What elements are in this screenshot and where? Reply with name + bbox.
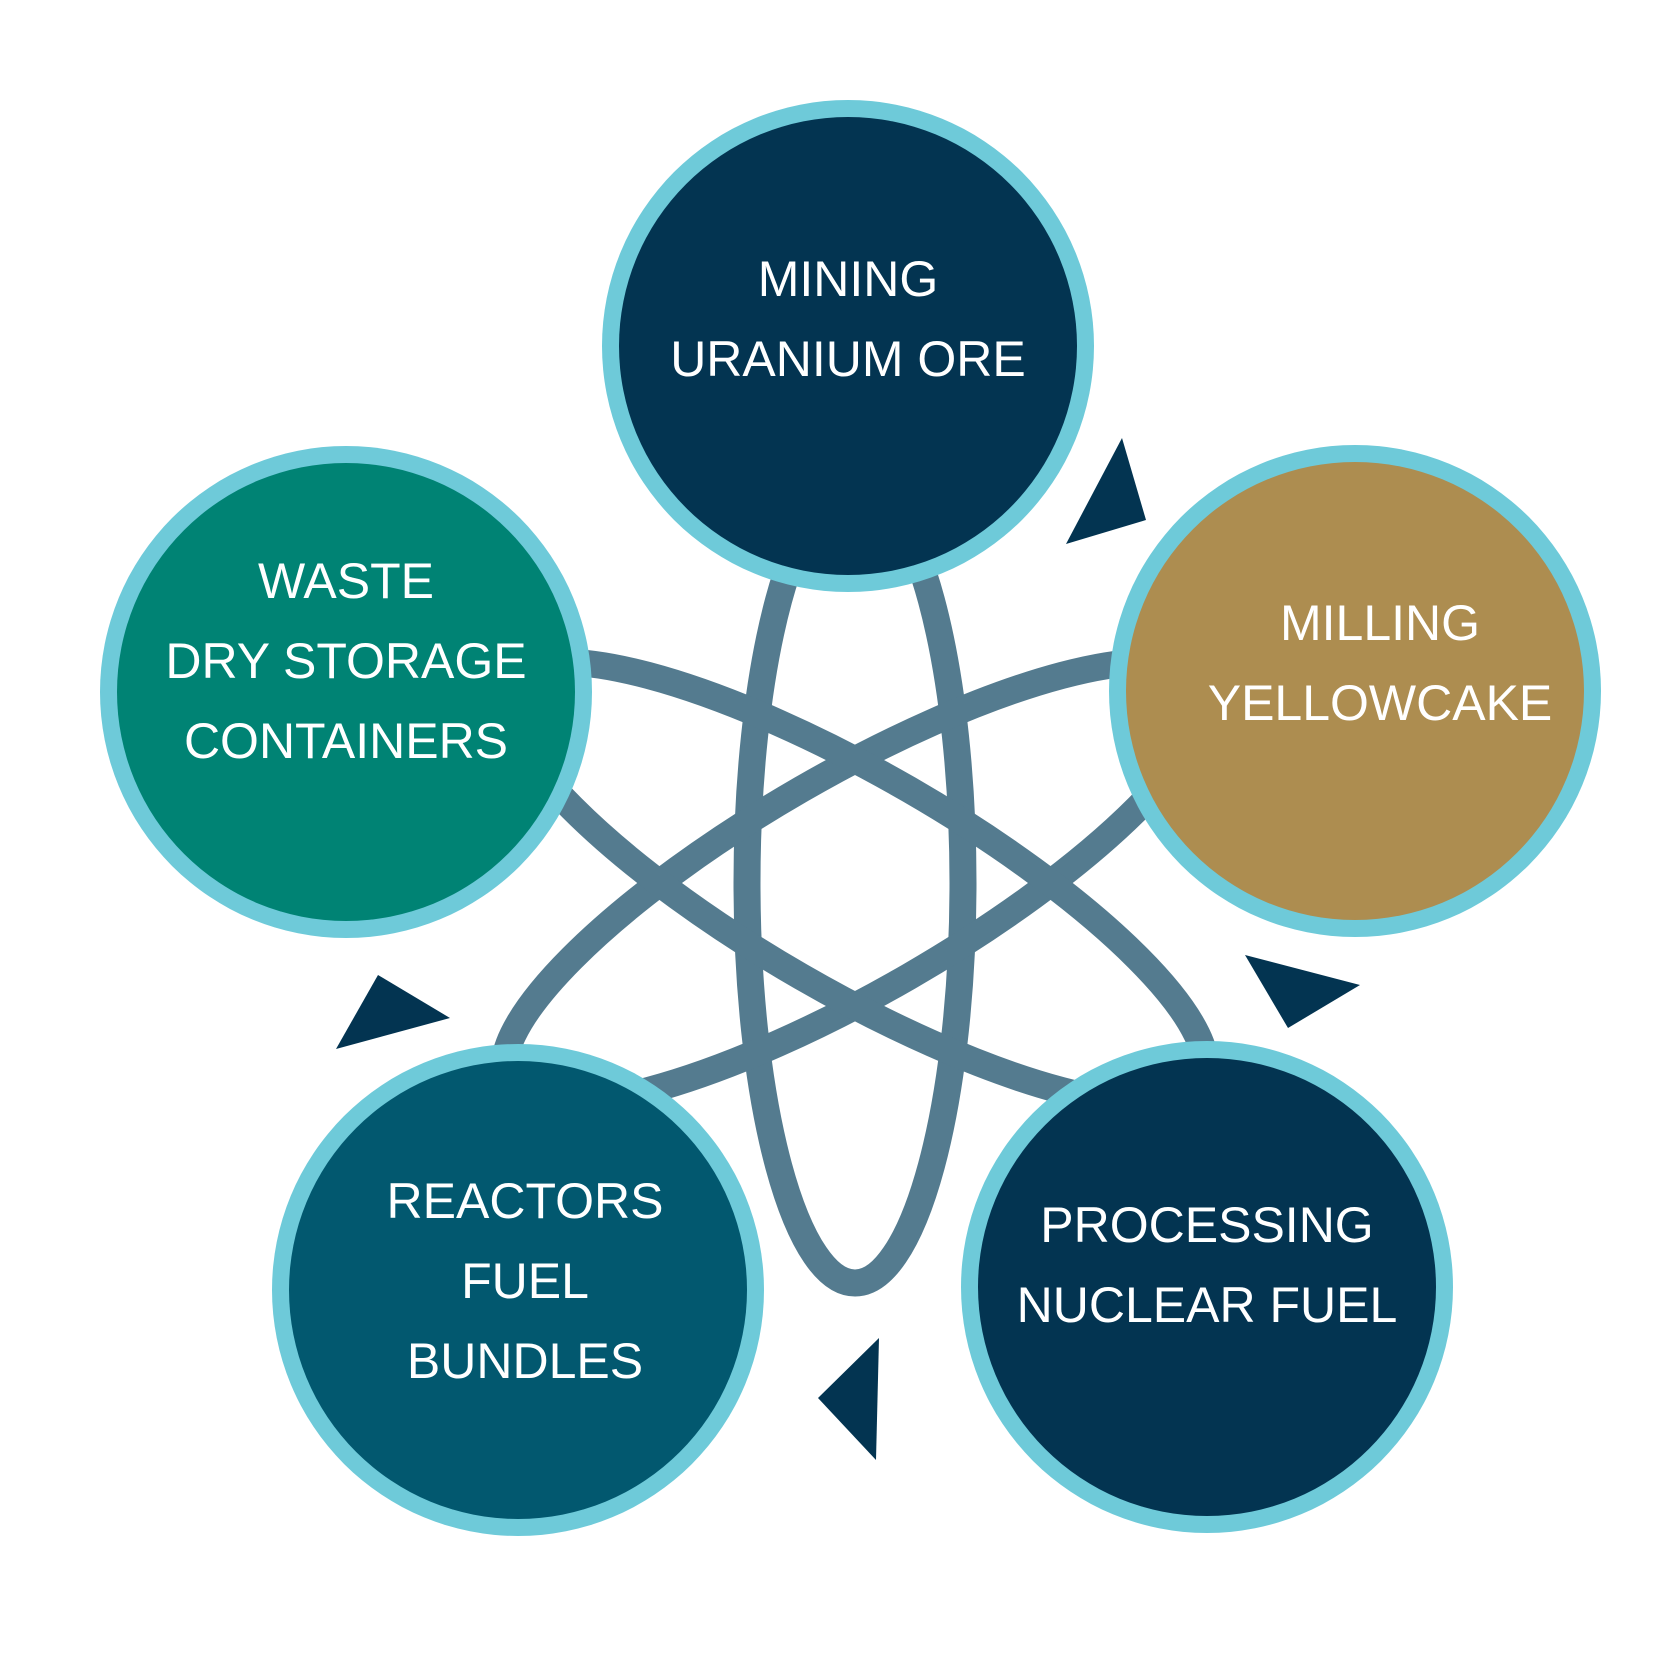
stage-disk — [117, 463, 575, 921]
stage-reactors: REACTORS FUEL BUNDLES — [272, 1044, 764, 1536]
stage-label-line: CONTAINERS — [184, 713, 508, 769]
stage-label-line: REACTORS — [387, 1173, 664, 1229]
stage-label-line: WASTE — [258, 553, 434, 609]
stage-label-line: PROCESSING — [1040, 1197, 1373, 1253]
stage-disk — [978, 1058, 1436, 1516]
cycle-arrow-1 — [1066, 438, 1146, 544]
stage-label-line: MILLING — [1280, 595, 1480, 651]
cycle-arrow-4 — [336, 975, 450, 1049]
stage-label-line: YELLOWCAKE — [1208, 675, 1553, 731]
stage-label-line: DRY STORAGE — [165, 633, 526, 689]
stage-label-line: BUNDLES — [407, 1333, 643, 1389]
cycle-arrow-2 — [1245, 955, 1360, 1028]
stage-mining: MINING URANIUM ORE — [602, 100, 1094, 592]
cycle-arrow-3 — [818, 1338, 879, 1460]
stage-label-line: NUCLEAR FUEL — [1017, 1277, 1398, 1333]
stage-disk — [619, 117, 1077, 575]
stage-disk — [289, 1061, 747, 1519]
stage-disk — [1126, 462, 1584, 920]
stage-processing: PROCESSING NUCLEAR FUEL — [961, 1041, 1453, 1533]
stage-label-line: FUEL — [461, 1253, 589, 1309]
stage-waste: WASTE DRY STORAGE CONTAINERS — [100, 446, 592, 938]
cycle-arrows — [336, 438, 1360, 1460]
stage-label-line: MINING — [758, 251, 939, 307]
orbit-1 — [733, 469, 977, 1297]
stage-label-line: URANIUM ORE — [670, 331, 1026, 387]
stage-milling: MILLING YELLOWCAKE — [1109, 445, 1601, 937]
stage-nodes: MINING URANIUM ORE MILLING YELLOWCAKE PROCES… — [100, 100, 1601, 1536]
